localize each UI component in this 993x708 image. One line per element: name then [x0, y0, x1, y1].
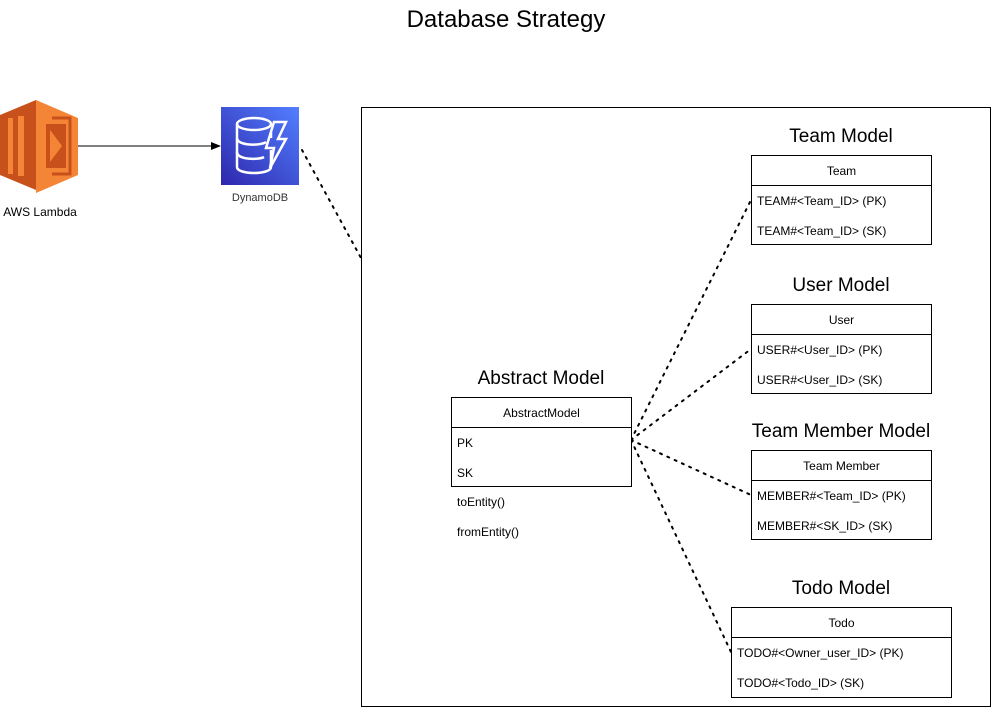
- todo-model-field-sk: TODO#<Todo_ID> (SK): [737, 676, 865, 690]
- team-model-title: Team Model: [789, 126, 893, 147]
- team-member-model-field-pk: MEMBER#<Team_ID> (PK): [757, 489, 906, 503]
- todo-model-title: Todo Model: [791, 578, 891, 599]
- dynamodb-to-models-connector: [301, 149, 362, 259]
- user-model-field-pk: USER#<User_ID> (PK): [757, 343, 883, 357]
- abstract-model-title: Abstract Model: [477, 368, 605, 389]
- abstract-to-user-connector: [630, 348, 752, 441]
- dynamodb-label: DynamoDB: [231, 192, 289, 204]
- page-title: Database Strategy: [406, 6, 606, 33]
- abstract-to-todo-connector: [630, 439, 732, 653]
- aws-lambda-icon[interactable]: [0, 100, 78, 193]
- user-model-class[interactable]: User USER#<User_ID> (PK) USER#<User_ID> …: [751, 304, 932, 394]
- todo-model-header: Todo: [732, 608, 951, 638]
- team-member-model-class[interactable]: Team Member MEMBER#<Team_ID> (PK) MEMBER…: [751, 450, 932, 540]
- user-model-field-sk: USER#<User_ID> (SK): [757, 373, 883, 387]
- team-member-model-field-sk: MEMBER#<SK_ID> (SK): [757, 519, 893, 533]
- team-model-field-pk: TEAM#<Team_ID> (PK): [757, 194, 887, 208]
- team-model-header: Team: [752, 156, 931, 186]
- team-model-class[interactable]: Team TEAM#<Team_ID> (PK) TEAM#<Team_ID> …: [751, 155, 932, 245]
- team-member-model-title: Team Member Model: [751, 421, 931, 442]
- team-model-field-sk: TEAM#<Team_ID> (SK): [757, 224, 887, 238]
- team-member-model-header: Team Member: [752, 451, 931, 481]
- abstract-to-team-connector: [630, 199, 752, 441]
- aws-lambda-label: AWS Lambda: [3, 205, 77, 219]
- abstract-model-method-from-entity: fromEntity(): [457, 525, 520, 539]
- abstract-model-method-to-entity: toEntity(): [457, 495, 506, 509]
- abstract-to-member-connector: [630, 439, 752, 496]
- user-model-header: User: [752, 305, 931, 335]
- model-container-frame: [361, 107, 991, 707]
- abstract-model-header: AbstractModel: [452, 398, 631, 428]
- abstract-model-field-sk: SK: [457, 466, 474, 480]
- abstract-model-field-pk: PK: [457, 436, 474, 450]
- user-model-title: User Model: [792, 275, 890, 296]
- todo-model-field-pk: TODO#<Owner_user_ID> (PK): [737, 646, 904, 660]
- todo-model-class[interactable]: Todo TODO#<Owner_user_ID> (PK) TODO#<Tod…: [731, 607, 952, 698]
- dynamodb-icon[interactable]: [221, 107, 299, 185]
- abstract-model-class[interactable]: AbstractModel PK SK: [451, 397, 632, 487]
